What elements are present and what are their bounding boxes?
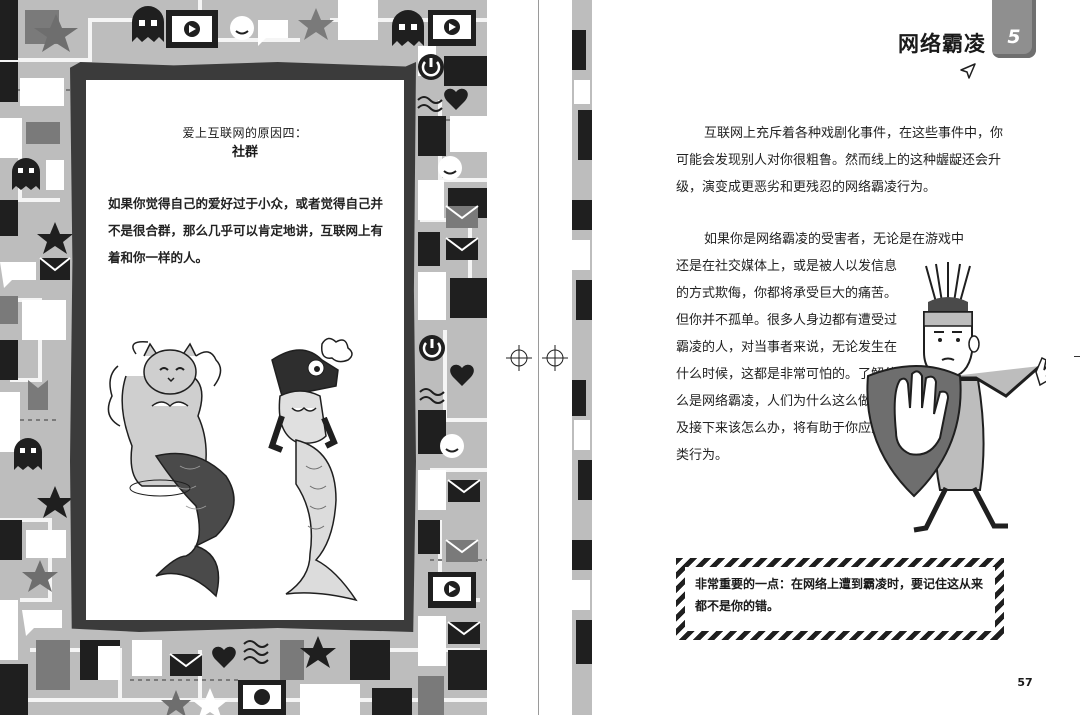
computer-icon: [166, 10, 218, 48]
page-number: 57: [1017, 676, 1033, 689]
star-icon: [37, 222, 73, 254]
card-subtitle: 爱上互联网的原因四：: [182, 126, 308, 140]
callout-inner: 非常重要的一点：在网络上遭到霸凌时，要记住这从来都不是你的错。: [685, 567, 995, 631]
registration-mark: [506, 345, 568, 371]
page-gutter: [538, 0, 539, 715]
reason-card: 爱上互联网的原因四： 社群 如果你觉得自己的爱好过于小众，或者觉得自己并不是很合…: [86, 80, 404, 620]
mail-icon: [39, 257, 71, 280]
chapter-number: 5: [1007, 26, 1021, 48]
mail-icon: [445, 539, 479, 562]
victim-paragraph-first-line-text: 如果你是网络霸凌的受害者，无论是在游戏中: [704, 232, 965, 247]
important-callout: 非常重要的一点：在网络上遭到霸凌时，要记住这从来都不是你的错。: [676, 558, 1004, 640]
computer-icon: [428, 10, 476, 46]
ghost-icon: [12, 158, 40, 190]
heart-icon: [444, 88, 468, 110]
victim-paragraph-rest: 还是在社交媒体上，或是被人以发信息的方式欺侮，你都将承受巨大的痛苦。但你并不孤单…: [676, 259, 898, 463]
knight-with-shield-illustration: [866, 262, 1046, 533]
trim-mark: [1074, 356, 1080, 357]
ghost-icon: [392, 10, 424, 46]
smiley-icon: [230, 16, 254, 40]
computer-icon: [238, 680, 286, 715]
mail-icon: [447, 621, 481, 644]
mail-icon: [447, 479, 481, 502]
mail-icon: [445, 205, 479, 228]
mail-icon: [445, 237, 479, 260]
card-title: 社群: [231, 145, 258, 160]
victim-paragraph-first-line: 如果你是网络霸凌的受害者，无论是在游戏中: [676, 226, 1006, 253]
card-body-text: 如果你觉得自己的爱好过于小众，或者觉得自己并不是很合群，那么几乎可以肯定地讲，互…: [108, 196, 384, 265]
callout-text: 非常重要的一点：在网络上遭到霸凌时，要记住这从来都不是你的错。: [695, 577, 984, 613]
facing-page-edge: [572, 0, 592, 715]
ghost-icon: [14, 438, 42, 470]
mermaids-illustration: [107, 337, 358, 602]
speech-bubble-icon: [258, 20, 288, 46]
icon-pattern: [0, 0, 487, 715]
computer-icon: [428, 572, 476, 608]
chapter-tab: 5: [992, 0, 1036, 58]
intro-paragraph: 互联网上充斥着各种戏剧化事件，在这些事件中，你可能会发现别人对你很粗鲁。然而线上…: [676, 120, 1006, 201]
intro-paragraph-text: 互联网上充斥着各种戏剧化事件，在这些事件中，你可能会发现别人对你很粗鲁。然而线上…: [676, 126, 1004, 195]
chapter-title: 网络霸凌: [898, 32, 986, 56]
mail-icon: [169, 653, 203, 676]
ghost-icon: [132, 6, 164, 42]
cursor-arrow-icon: [960, 63, 976, 79]
